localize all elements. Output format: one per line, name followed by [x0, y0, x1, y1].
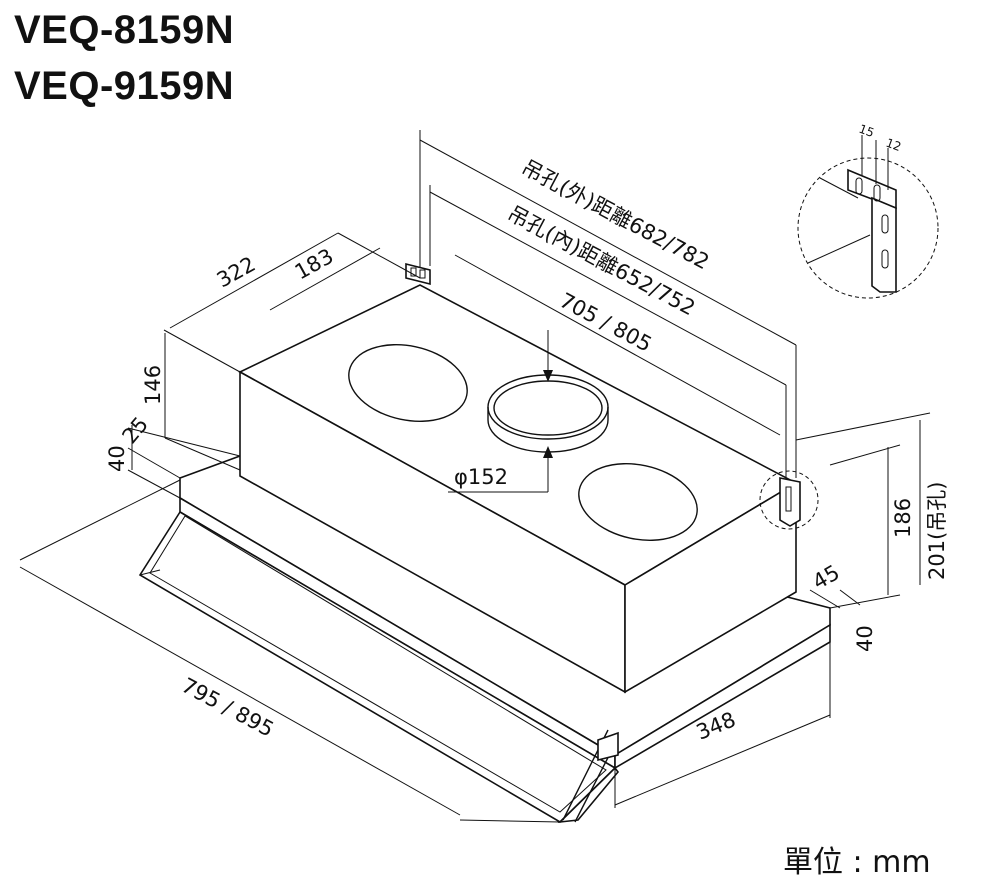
label-right-offset: 45 [809, 560, 844, 594]
label-right-height: 186 [891, 498, 915, 538]
label-front-lip: 40 [105, 445, 129, 472]
mounting-brackets [405, 262, 819, 530]
label-duct-diameter: φ152 [454, 465, 508, 489]
label-depth-inner: 183 [291, 244, 338, 284]
label-top-width: 705 / 805 [556, 288, 656, 356]
label-right-height-hole: 201(吊孔) [925, 482, 949, 580]
label-depth-total: 322 [213, 252, 260, 292]
label-height-body: 146 [141, 365, 165, 405]
label-right-lip: 40 [853, 625, 877, 652]
label-total-width: 795 / 895 [178, 673, 278, 741]
model-name-2: VEQ-9159N [14, 64, 235, 108]
unit-label: 單位 : mm [783, 845, 931, 880]
bracket-detail: 15 12 [797, 122, 939, 299]
detail-dim-b: 12 [884, 136, 903, 154]
label-front-step: 25 [117, 412, 153, 448]
dimension-lines [19, 130, 931, 823]
model-name-1: VEQ-8159N [14, 8, 235, 52]
detail-dim-a: 15 [857, 122, 876, 140]
